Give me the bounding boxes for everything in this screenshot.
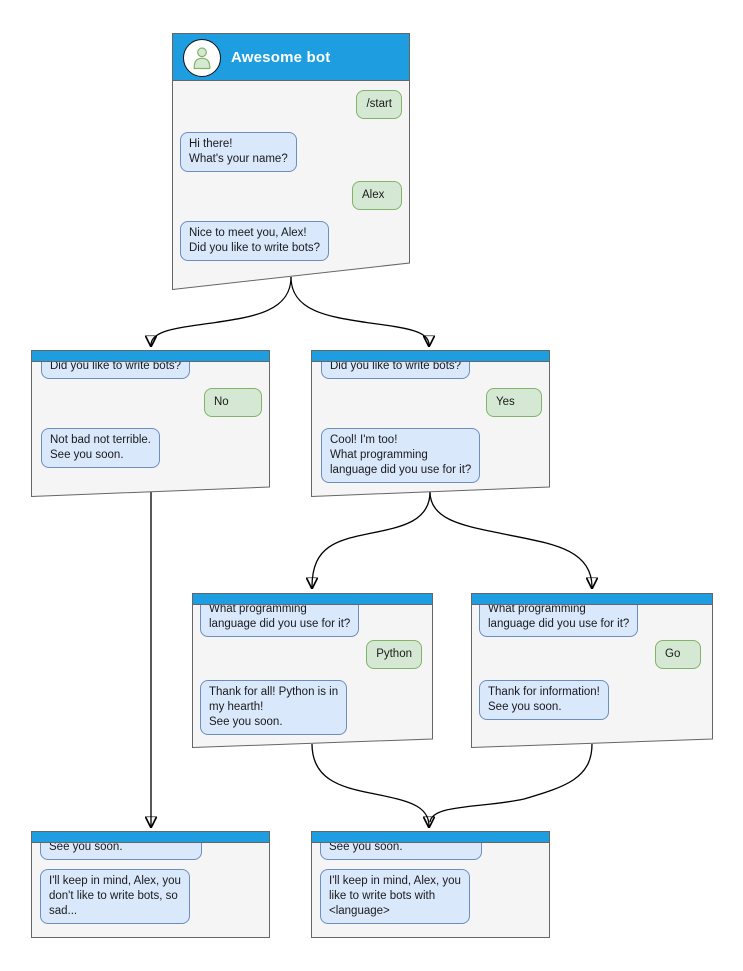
window-titlebar [311,350,550,362]
window-titlebar [31,350,270,362]
person-icon [193,47,211,70]
chat-window-end-yes: See you soon. I'll keep in mind, Alex, y… [311,831,550,938]
window-titlebar [311,831,550,843]
outgoing-message: Go [655,640,701,669]
incoming-message: Cool! I'm too! What programming language… [321,428,481,483]
outgoing-message: Python [366,640,422,669]
chat-window-branch-python: What programming language did you use fo… [192,593,433,748]
connector-python-to-end [311,743,429,826]
window-titlebar [31,831,270,843]
bot-title: Awesome bot [231,49,331,66]
outgoing-message: No [204,388,262,417]
incoming-message: Thank for information! See you soon. [479,680,609,720]
incoming-message: Nice to meet you, Alex! Did you like to … [180,221,330,261]
outgoing-message: Alex [352,181,402,210]
incoming-message: Thank for all! Python is in my hearth! S… [200,680,348,735]
incoming-message: Hi there! What's your name? [180,132,297,172]
connector-go-to-end [429,743,593,823]
incoming-message: I'll keep in mind, Alex, you like to wri… [320,869,470,924]
chat-window-branch-yes: Did you like to write bots? Yes Cool! I'… [311,350,550,497]
connector-root-to-yes [290,276,429,345]
chat-window-branch-go: What programming language did you use fo… [471,593,713,748]
window-titlebar: Awesome bot [172,33,410,81]
window-titlebar [192,593,433,605]
chat-window-branch-no: Did you like to write bots? No Not bad n… [31,350,270,497]
connector-yes-to-go [429,491,592,587]
connector-yes-to-python [312,491,431,587]
bot-avatar [183,39,221,77]
outgoing-message: Yes [486,388,542,417]
chat-window-root: Awesome bot /start Hi there! What's your… [172,33,410,290]
connector-root-to-no [151,276,292,345]
incoming-message: Not bad not terrible. See you soon. [41,428,161,468]
window-titlebar [471,593,713,605]
outgoing-message: /start [356,90,402,119]
incoming-message: I'll keep in mind, Alex, you don't like … [40,869,190,924]
chat-window-end-no: See you soon. I'll keep in mind, Alex, y… [31,831,270,938]
